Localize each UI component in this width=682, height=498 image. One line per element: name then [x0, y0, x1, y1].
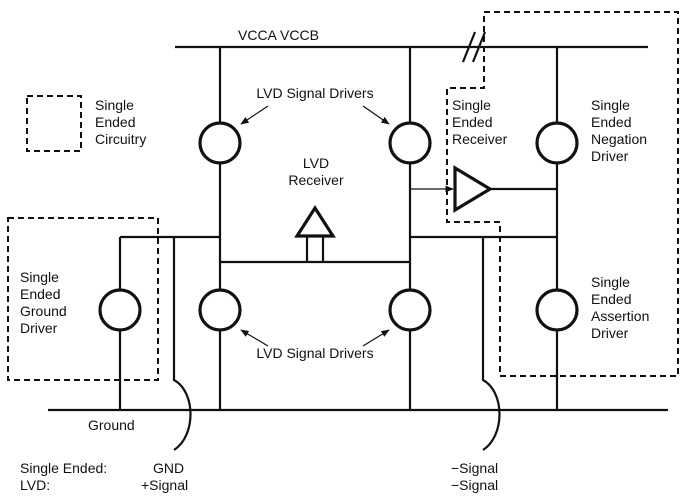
se-ground-label-2: Ended	[20, 286, 60, 302]
lvd-driver-top-left	[198, 121, 242, 165]
legend-label-3: Circuitry	[95, 131, 146, 147]
se-ground-driver-box	[7, 217, 159, 381]
se-negation-label-4: Driver	[591, 148, 629, 164]
se-receiver-label-3: Receiver	[452, 131, 508, 147]
se-assertion-driver	[535, 288, 579, 332]
ground-label: Ground	[88, 417, 135, 433]
se-ground-label-4: Driver	[20, 320, 58, 336]
se-ground-label-3: Ground	[20, 303, 67, 319]
se-right-region-box	[446, 11, 679, 377]
vcc-label: VCCA VCCB	[238, 27, 319, 43]
se-receiver-label-1: Single	[452, 97, 491, 113]
footer-minus-signal-2: −Signal	[451, 477, 498, 493]
arrow-top-left	[240, 105, 269, 125]
se-ground-label-1: Single	[20, 269, 59, 285]
lvd-receiver-label-1: LVD	[303, 155, 329, 171]
arrow-top-right	[362, 105, 390, 125]
lvd-receiver-label-2: Receiver	[288, 172, 344, 188]
footer-lvd-label: LVD:	[20, 477, 50, 493]
footer-minus-signal-1: −Signal	[451, 460, 498, 476]
se-ground-driver	[98, 288, 142, 332]
lvd-driver-bottom-left	[198, 288, 242, 332]
lead-minus-signal	[481, 237, 501, 451]
legend-label-2: Ended	[95, 114, 135, 130]
se-assertion-label-2: Ended	[591, 291, 631, 307]
footer-gnd-label: GND	[153, 460, 184, 476]
se-assertion-label-1: Single	[591, 274, 630, 290]
se-assertion-label-4: Driver	[591, 325, 629, 341]
lvd-receiver-triangle	[294, 205, 336, 238]
se-assertion-label-3: Assertion	[591, 308, 649, 324]
se-negation-driver	[535, 121, 579, 165]
footer-single-ended-label: Single Ended:	[20, 460, 107, 476]
lead-plus-signal	[172, 237, 192, 451]
lvd-drivers-top-label: LVD Signal Drivers	[256, 85, 373, 101]
lvd-drivers-bottom-label: LVD Signal Drivers	[256, 345, 373, 361]
legend-box	[26, 95, 82, 152]
lvd-driver-bottom-right	[388, 288, 432, 332]
se-negation-label-2: Ended	[591, 114, 631, 130]
se-receiver-triangle	[453, 165, 494, 213]
se-negation-label-3: Negation	[591, 131, 647, 147]
arrow-bottom-left	[240, 329, 269, 347]
se-negation-label-1: Single	[591, 97, 630, 113]
se-receiver-label-2: Ended	[452, 114, 492, 130]
footer-plus-signal-label: +Signal	[141, 477, 188, 493]
legend-label-1: Single	[95, 97, 134, 113]
lvd-driver-top-right	[388, 121, 432, 165]
arrow-bottom-right	[362, 329, 390, 347]
